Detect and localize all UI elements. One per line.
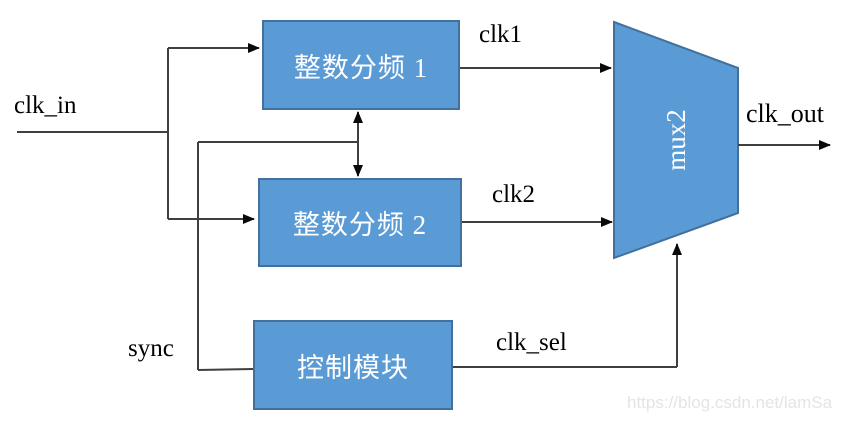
watermark-text: https://blog.csdn.net/lamSa: [627, 393, 833, 412]
clk-sel-label: clk_sel: [496, 329, 567, 356]
mux-label: mux2: [660, 109, 691, 171]
clk-out-label: clk_out: [746, 99, 824, 128]
sync-label: sync: [128, 335, 174, 362]
control-module-block: 控制模块: [253, 320, 453, 410]
clk2-label: clk2: [492, 181, 536, 208]
mux-shape: [613, 20, 739, 260]
divider2-block: 整数分频 2: [258, 178, 462, 267]
sync-to-control-wire: [197, 368, 254, 371]
clk1-label: clk1: [479, 21, 523, 48]
divider1-block: 整数分频 1: [262, 20, 460, 110]
clk-in-label: clk_in: [14, 92, 77, 119]
